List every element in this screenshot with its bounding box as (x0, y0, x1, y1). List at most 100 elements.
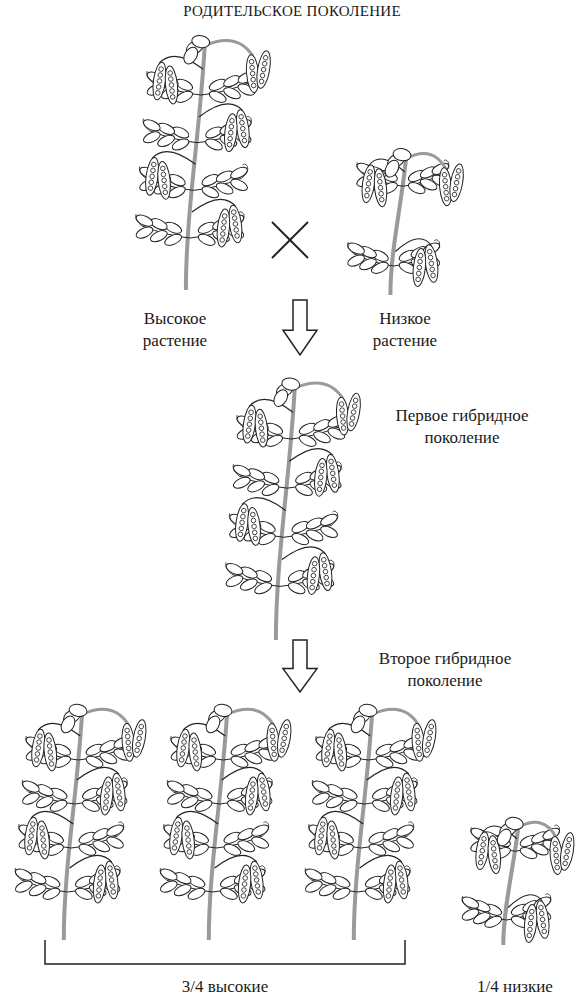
pea-pods (404, 778, 409, 783)
pea-pods (249, 793, 254, 798)
pea-pods (36, 739, 41, 744)
plant-leaves (312, 780, 318, 792)
pea-pods (186, 837, 191, 842)
pea-pods (187, 732, 203, 771)
pea-pods (108, 871, 113, 876)
pea-pods (329, 826, 334, 831)
pea-pods (181, 745, 186, 750)
pea-pods (372, 709, 418, 724)
pea-pods (312, 561, 317, 566)
pea-pods (401, 889, 406, 894)
pea-pods (239, 120, 244, 125)
pea-pods (367, 175, 372, 180)
pea-plant (224, 377, 362, 640)
pea-pods (428, 255, 433, 260)
pea-pods (241, 508, 246, 513)
pea-flower (382, 147, 412, 179)
pea-plant (346, 147, 466, 295)
cross-symbol (272, 222, 308, 258)
pea-pods (181, 739, 186, 744)
pea-pods (394, 793, 399, 798)
pea-pods (156, 161, 172, 200)
pea-pods (126, 746, 131, 751)
pea-pods (379, 191, 384, 196)
pea-pods (332, 849, 337, 854)
pea-pods (418, 253, 423, 258)
pea-pods (339, 761, 344, 766)
pea-pods (332, 732, 348, 771)
pea-pods (330, 471, 335, 476)
pea-pods (249, 399, 293, 412)
label-text: 3/4 высокие (125, 976, 325, 998)
pea-pods (337, 744, 342, 749)
pea-pods (228, 130, 233, 135)
label-text: Первое гибридное поколение (377, 405, 547, 449)
pea-pods (321, 557, 326, 562)
pea-pods (427, 249, 432, 254)
pea-pods (110, 883, 115, 888)
pea-pods (344, 392, 362, 432)
pea-pods (99, 776, 115, 815)
pea-pods (364, 193, 369, 198)
pea-pods (36, 745, 41, 750)
pea-pods (420, 719, 438, 759)
pea-pods (271, 746, 276, 751)
pea-pods (332, 732, 348, 771)
pea-pods (243, 876, 248, 881)
pea-pods (310, 579, 315, 584)
pea-pods (170, 88, 175, 93)
pea-pods (96, 893, 101, 898)
plant-leaves (309, 824, 315, 836)
pea-pods (259, 426, 264, 431)
pea-pods (382, 864, 398, 903)
plant-leaves (232, 475, 252, 491)
pea-pods (395, 788, 400, 793)
pea-pods (238, 532, 243, 537)
pea-pods (331, 837, 336, 842)
pea-pods (481, 842, 486, 847)
pea-pods (528, 921, 533, 926)
plant-leaves (232, 463, 252, 479)
pea-pods (386, 887, 391, 892)
pea-pods (187, 732, 203, 771)
pea-pods (139, 724, 144, 729)
pea-pods (518, 822, 556, 837)
pea-pods (215, 208, 231, 247)
plant-leaves (460, 907, 480, 923)
pea-pods (246, 507, 262, 546)
pea-pods (554, 859, 559, 864)
pea-pods (326, 739, 331, 744)
pea-pods (245, 433, 250, 438)
pea-pods (478, 860, 483, 865)
pea-pods (352, 404, 357, 409)
pea-pods (399, 877, 404, 882)
pea-pods (205, 40, 253, 55)
pea-pods (542, 929, 547, 934)
plant-leaves (143, 119, 149, 131)
pea-pods (254, 877, 259, 882)
pea-pods (246, 428, 251, 433)
pea-pods (247, 422, 252, 427)
pea-pods (312, 567, 317, 572)
pea-pods (280, 742, 285, 747)
plant-leaves (167, 780, 173, 792)
pea-pods (538, 905, 543, 910)
pea-pods (263, 801, 268, 806)
pea-pods (258, 420, 263, 425)
pea-pods (411, 248, 427, 287)
plant-leaves (142, 117, 162, 133)
pea-pods (563, 855, 568, 860)
pea-pods (558, 832, 576, 872)
pea-pods (239, 114, 244, 119)
pea-pods (263, 55, 268, 60)
pea-pods (318, 839, 323, 844)
pea-pods (313, 709, 439, 903)
pea-pods (553, 841, 558, 846)
pea-pods (325, 820, 341, 859)
pea-pods (284, 724, 289, 729)
pea-pods (47, 744, 52, 749)
pea-pods (427, 736, 432, 741)
pea-pods (130, 719, 148, 759)
pea-plant (134, 34, 272, 290)
